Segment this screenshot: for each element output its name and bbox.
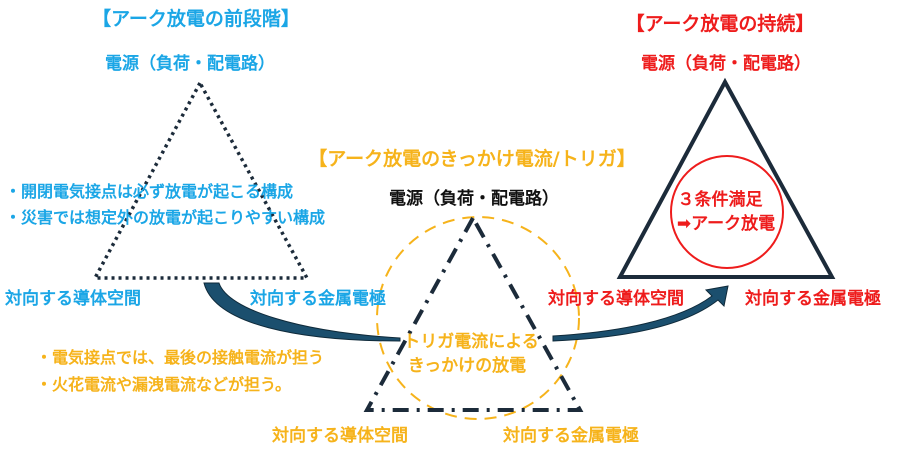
stage1-title: 【アーク放電の前段階】 — [92, 8, 300, 30]
stage1-bullet-1: ・開閉電気接点は必ず放電が起こる構成 — [5, 182, 294, 201]
stage3-title: 【アーク放電の持続】 — [625, 13, 815, 35]
stage2-bullet-1: ・電気接点では、最後の接触電流が担う — [36, 348, 325, 367]
arrow-stage2-to-stage3 — [552, 285, 729, 342]
stage3-circle-text-2: ➡アーク放電 — [676, 214, 776, 234]
stage2-title: 【アーク放電のきっかけ電流/トリガ】 — [308, 148, 636, 170]
stage3-triangle — [616, 77, 836, 279]
stage2-circle-text-2: きっかけの放電 — [407, 356, 527, 376]
stage2-metal-electrode-label: 対向する金属電極 — [503, 426, 639, 446]
stage3-metal-electrode-label: 対向する金属電極 — [745, 289, 881, 309]
stage1-power-source-label: 電源（負荷・配電路） — [105, 54, 275, 74]
stage2-power-source-label: 電源（負荷・配電路） — [389, 189, 559, 209]
stage3-power-source-label: 電源（負荷・配電路） — [641, 54, 811, 74]
stage1-bullet-2: ・災害では想定外の放電が起こりやすい構成 — [5, 208, 326, 227]
stage3-conductor-space-label: 対向する導体空間 — [548, 289, 684, 309]
stage2-conductor-space-label: 対向する導体空間 — [272, 426, 408, 446]
stage2-trigger-circle — [376, 216, 580, 420]
stage2-bullet-2: ・火花電流や漏洩電流などが担う。 — [36, 375, 292, 394]
stage1-metal-electrode-label: 対向する金属電極 — [250, 289, 386, 309]
stage2-triangle — [363, 213, 584, 412]
stage1-conductor-space-label: 対向する導体空間 — [5, 289, 141, 309]
stage3-condition-circle — [670, 155, 784, 269]
stage1-triangle — [92, 79, 310, 280]
stage3-circle-text-1: ３条件満足 — [677, 190, 763, 210]
stage2-circle-text-1: トリガ電流による — [403, 332, 539, 352]
arrow-stage1-to-stage2 — [203, 282, 401, 342]
